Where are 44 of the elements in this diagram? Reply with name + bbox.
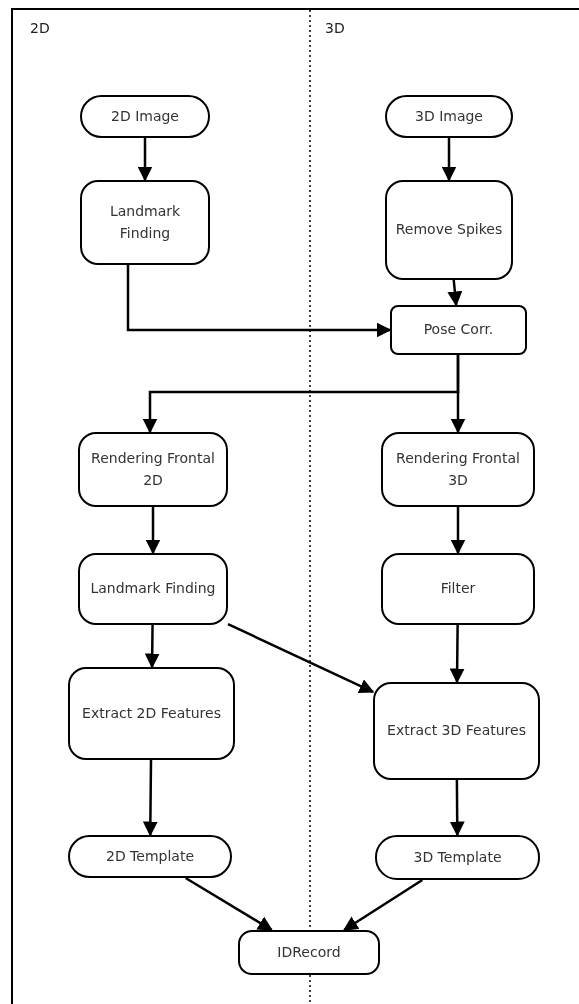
node-label: Rendering Frontal 2D (90, 448, 216, 490)
arrow (126, 265, 392, 338)
process-box (390, 305, 527, 355)
arrow (342, 878, 423, 932)
rounded-process-box (238, 930, 380, 975)
rounded-process-box (373, 682, 540, 780)
rounded-process-box (381, 553, 535, 625)
arrow (449, 780, 465, 837)
node-label: 3D Template (413, 847, 502, 867)
lane-title: 3D (325, 20, 345, 36)
node-label: Landmark Finding (108, 201, 182, 243)
rounded-process-box (375, 835, 540, 880)
rounded-process-box (80, 95, 210, 138)
node-label: IDRecord (277, 942, 341, 962)
arrow (447, 279, 463, 307)
arrow (450, 355, 466, 434)
node-label: Remove Spikes (395, 220, 503, 240)
node-label: 3D Image (415, 106, 483, 126)
arrow (227, 622, 375, 694)
node-label: 2D Image (111, 106, 179, 126)
lane-title: 2D (30, 20, 50, 36)
rounded-process-box (68, 667, 235, 760)
arrow (450, 507, 466, 555)
arrow (449, 625, 465, 684)
rounded-process-box (80, 180, 210, 265)
arrow (137, 138, 153, 182)
node-label: Filter (440, 579, 476, 599)
rounded-process-box (78, 553, 228, 625)
arrow (142, 760, 158, 837)
node-label: 2D Template (106, 846, 194, 866)
rounded-process-box (68, 835, 232, 878)
arrow (184, 876, 273, 932)
rounded-process-box (381, 432, 535, 507)
node-label: Rendering Frontal 3D (395, 448, 521, 490)
rounded-process-box (385, 180, 513, 280)
arrow (441, 138, 457, 182)
node-label: Landmark Finding (90, 579, 216, 599)
arrow (144, 625, 160, 669)
arrow (145, 507, 161, 555)
node-label: Extract 3D Features (387, 721, 526, 741)
node-label: Pose Corr. (423, 320, 494, 340)
rounded-process-box (385, 95, 513, 138)
node-label: Extract 2D Features (82, 703, 221, 723)
rounded-process-box (78, 432, 228, 507)
